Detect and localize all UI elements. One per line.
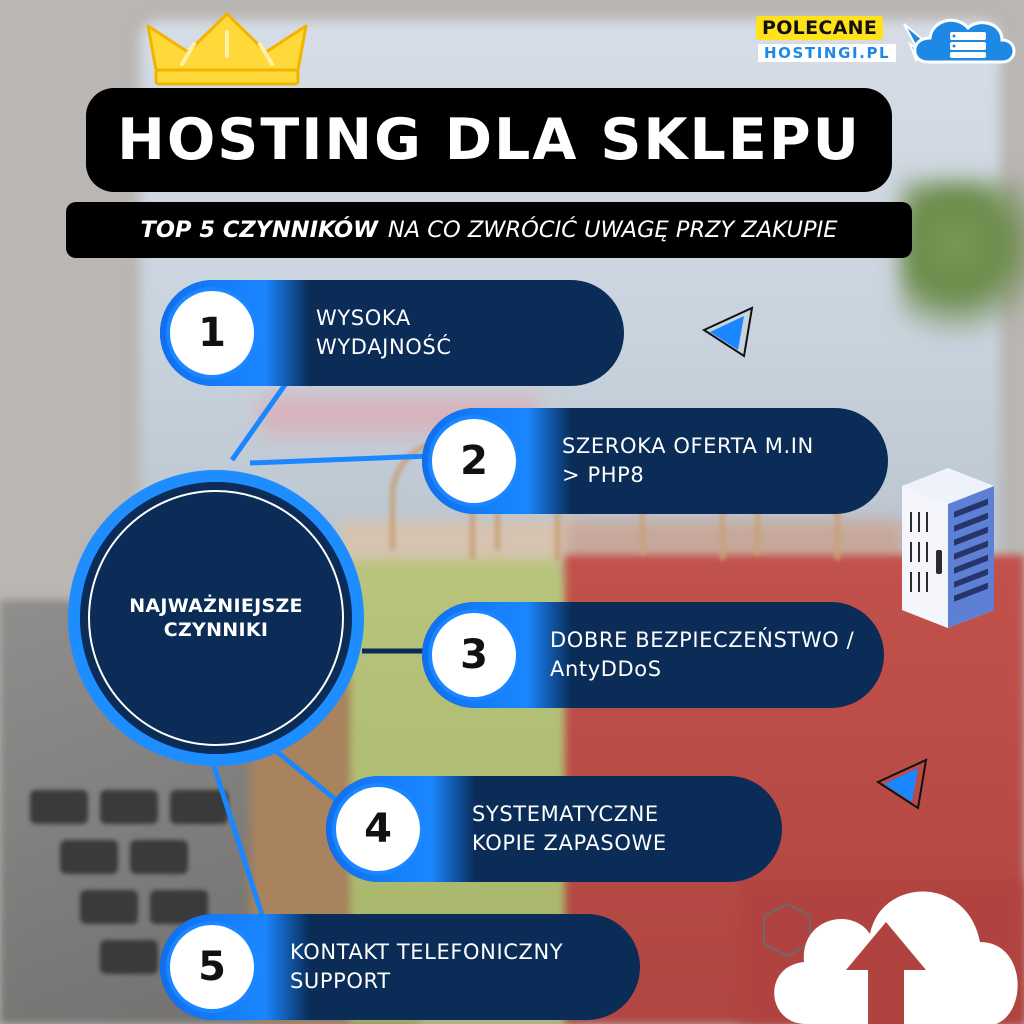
factor-label-line-1: WYSOKA [316, 306, 411, 330]
factor-label: WYSOKA WYDAJNOŚĆ [316, 304, 452, 362]
factor-item-3: 3 DOBRE BEZPIECZEŃSTWO / AntyDDoS [422, 602, 884, 708]
factor-number: 4 [336, 787, 420, 871]
subtitle-banner: TOP 5 CZYNNIKÓW NA CO ZWRÓCIĆ UWAGĘ PRZY… [66, 202, 912, 258]
factor-label-line-1: SZEROKA OFERTA M.IN [562, 434, 814, 458]
plant-blur [900, 180, 1024, 340]
factor-item-4: 4 SYSTEMATYCZNE KOPIE ZAPASOWE [326, 776, 782, 882]
keyboard-key [100, 940, 158, 974]
keyboard-key [80, 890, 138, 924]
keyboard-key [130, 840, 188, 874]
title-banner: HOSTING DLA SKLEPU [86, 88, 892, 192]
keyboard-key [60, 840, 118, 874]
triangle-icon [701, 306, 754, 358]
triangle-icon [875, 758, 928, 810]
connector-line [268, 744, 338, 802]
factor-label: DOBRE BEZPIECZEŃSTWO / AntyDDoS [550, 626, 854, 684]
factor-label-line-2: KOPIE ZAPASOWE [472, 831, 667, 855]
factor-number: 2 [432, 419, 516, 503]
factor-item-2: 2 SZEROKA OFERTA M.IN > PHP8 [422, 408, 888, 514]
factor-number: 1 [170, 291, 254, 375]
hexagon-icon [763, 902, 811, 958]
factor-label-line-2: WYDAJNOŚĆ [316, 335, 452, 359]
factor-label: SZEROKA OFERTA M.IN > PHP8 [562, 432, 814, 490]
factor-label: SYSTEMATYCZNE KOPIE ZAPASOWE [472, 800, 667, 858]
factor-item-5: 5 KONTAKT TELEFONICZNY SUPPORT [160, 914, 640, 1020]
factor-label: KONTAKT TELEFONICZNY SUPPORT [290, 938, 563, 996]
connector-line [249, 453, 431, 466]
hub-label: NAJWAŻNIEJSZE CZYNNIKI [88, 490, 344, 746]
factor-label-line-2: > PHP8 [562, 463, 645, 487]
factor-label-line-1: SYSTEMATYCZNE [472, 802, 659, 826]
keyboard-key [30, 790, 88, 824]
crown-icon [146, 12, 308, 86]
factor-label-line-1: DOBRE BEZPIECZEŃSTWO / [550, 628, 855, 652]
cloud-server-icon [903, 18, 1016, 64]
logo-word-hostingi: HOSTINGI.PL [758, 44, 897, 62]
subtitle-strong: TOP 5 CZYNNIKÓW [140, 217, 378, 243]
keyboard-key [100, 790, 158, 824]
subtitle-rest: NA CO ZWRÓCIĆ UWAGĘ PRZY ZAKUPIE [387, 217, 838, 243]
connector-line [209, 759, 265, 916]
logo-word-polecane: POLECANE [756, 16, 884, 40]
connector-line [229, 370, 297, 462]
factor-number: 5 [170, 925, 254, 1009]
factor-number: 3 [432, 613, 516, 697]
factor-item-1: 1 WYSOKA WYDAJNOŚĆ [160, 280, 624, 386]
hub-line-2: CZYNNIKI [163, 619, 269, 641]
factor-label-line-2: AntyDDoS [550, 657, 662, 681]
cloud-upload-icon [774, 891, 1018, 1024]
keyboard-key [170, 790, 228, 824]
factor-label-line-1: KONTAKT TELEFONICZNY [290, 940, 564, 964]
brand-logo[interactable]: POLECANE HOSTINGI.PL [748, 10, 1020, 72]
page-title: HOSTING DLA SKLEPU [117, 107, 861, 173]
factor-label-line-2: SUPPORT [290, 969, 391, 993]
hub-line-1: NAJWAŻNIEJSZE [129, 595, 303, 617]
server-rack-icon [902, 468, 994, 628]
